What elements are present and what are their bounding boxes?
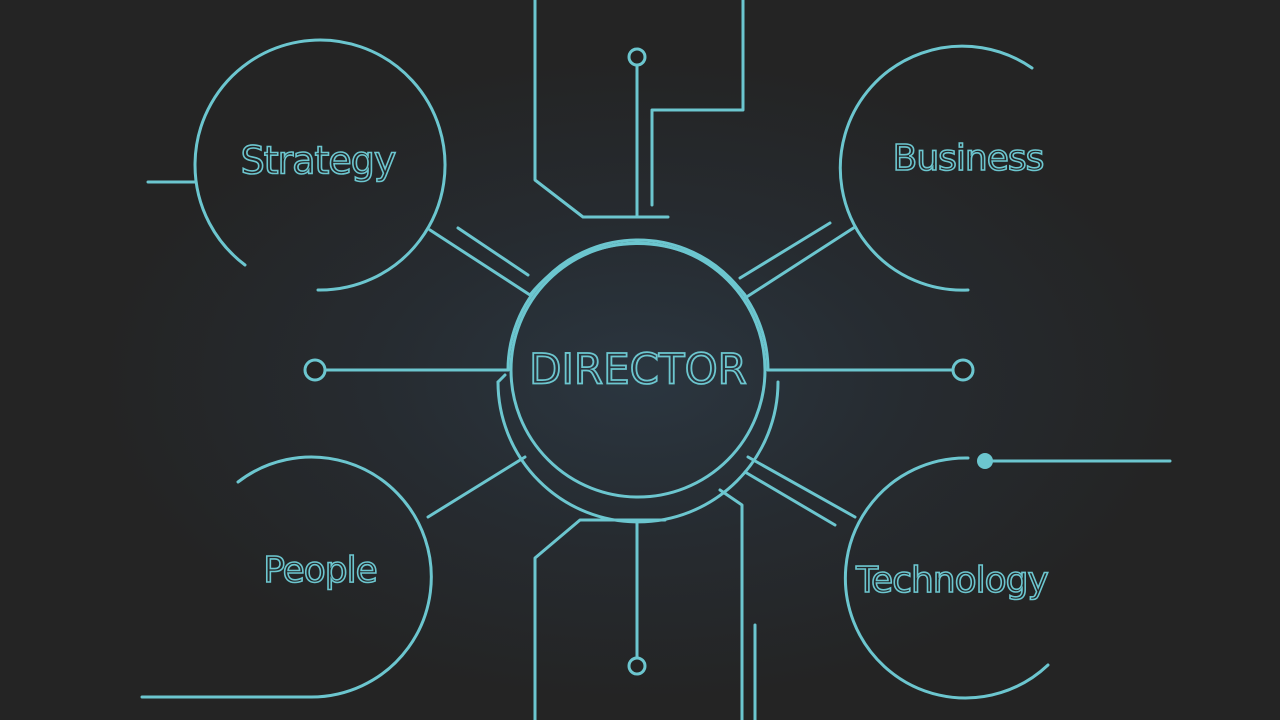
right-terminal: [951, 358, 975, 382]
strategy-label: Strategy: [241, 139, 396, 183]
diagonal-connectors: [426, 221, 857, 527]
technology-connector-b: [743, 470, 837, 527]
strategy-arc: [193, 38, 447, 292]
bottom-right-trace: [718, 488, 744, 720]
strategy-connector-b: [456, 226, 530, 277]
top-circuit-traces: [533, 0, 745, 219]
hub-outer-arc-top-wide: [528, 242, 747, 297]
technology-connector-a: [746, 455, 857, 519]
top-left-trace: [533, 0, 670, 219]
technology-arc: [843, 456, 1050, 700]
technology-label: Technology: [855, 560, 1048, 601]
people-node: People: [140, 455, 433, 699]
horizontal-connectors: [303, 358, 975, 382]
director-label: DIRECTOR: [529, 345, 747, 394]
strategy-node: Strategy: [146, 38, 447, 292]
director-hub: DIRECTOR: [496, 238, 780, 524]
people-arc: [140, 455, 433, 699]
hub-arc-tick: [496, 373, 507, 384]
business-label: Business: [893, 138, 1044, 179]
left-terminal: [303, 358, 327, 382]
top-center-terminal: [627, 47, 647, 67]
people-connector: [426, 455, 527, 519]
technology-terminal: [977, 453, 993, 469]
business-connector-a: [743, 225, 857, 300]
hub-outer-arc-bottom: [496, 380, 780, 524]
bottom-circuit-traces: [533, 488, 757, 720]
bottom-left-trace: [533, 518, 667, 720]
top-right-trace: [650, 0, 745, 207]
business-arc: [838, 44, 1034, 292]
strategy-connector-a: [428, 228, 532, 297]
business-node: Business: [838, 44, 1045, 292]
bottom-center-terminal: [627, 656, 647, 676]
technology-node: Technology: [843, 453, 1172, 700]
people-label: People: [263, 550, 377, 591]
hub-outer-arc-top: [506, 238, 770, 372]
business-connector-b: [738, 221, 832, 280]
